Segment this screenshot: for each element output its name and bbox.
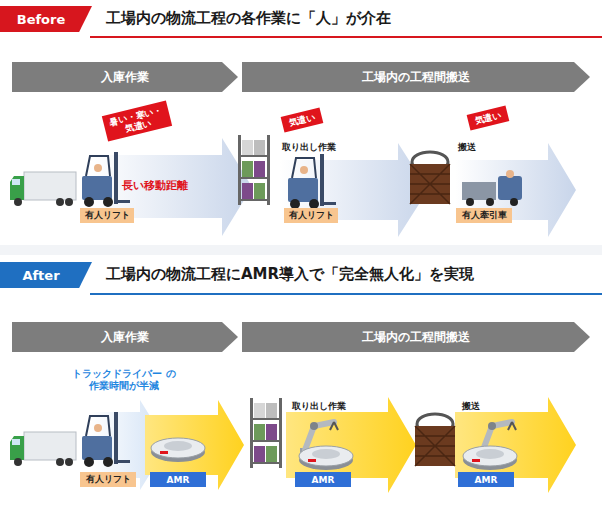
manned-vehicle-box: 有人牽引車 xyxy=(456,208,512,223)
node-text: 入庫作業 xyxy=(101,69,149,86)
heading: 工場内の物流工程にAMR導入で「完全無人化」を実現 xyxy=(106,265,474,284)
node-text: AMR xyxy=(475,475,498,485)
step-chevron: 入庫作業 xyxy=(12,322,238,352)
node-text: 工場内の工程間搬送 xyxy=(362,69,470,86)
node-text: 有人リフト xyxy=(85,209,130,222)
node-text: 有人リフト xyxy=(289,209,334,222)
node-text: AMR xyxy=(312,475,335,485)
hardship-stamp: 気遣い xyxy=(281,107,324,132)
hardship-stamp: 暑い・寒い・ 気遣い xyxy=(102,100,172,141)
node-text: 有人リフト xyxy=(86,473,131,486)
step-label: 搬送 xyxy=(462,400,480,413)
manned-vehicle-box: 有人リフト xyxy=(80,472,136,487)
node-text: After xyxy=(22,268,59,283)
amr-box: AMR xyxy=(295,472,351,487)
node-text: AMR xyxy=(167,475,190,485)
step-label: 搬送 xyxy=(458,141,476,154)
node-text: 気遣い xyxy=(474,110,503,127)
node-text: 入庫作業 xyxy=(101,329,149,346)
callout-text: 長い移動距離 xyxy=(122,178,188,193)
step-chevron: 工場内の工程間搬送 xyxy=(242,62,590,92)
step-label: 取り出し作業 xyxy=(282,141,336,154)
hardship-stamp: 気遣い xyxy=(467,105,510,130)
node-text: 暑い・寒い・ 気遣い xyxy=(106,104,167,138)
manned-vehicle-box: 有人リフト xyxy=(80,208,134,223)
amr-box: AMR xyxy=(458,472,514,487)
before-tag: Before xyxy=(0,6,92,32)
note-text: トラックドライバー の作業時間が半減 xyxy=(72,368,176,392)
step-chevron: 工場内の工程間搬送 xyxy=(242,322,590,352)
node-text: 有人牽引車 xyxy=(462,209,507,222)
node-text: 気遣い xyxy=(288,112,317,129)
after-tag: After xyxy=(0,262,92,288)
node-text: Before xyxy=(17,12,66,27)
step-chevron: 入庫作業 xyxy=(12,62,238,92)
manned-vehicle-box: 有人リフト xyxy=(284,208,338,223)
node-text: 工場内の工程間搬送 xyxy=(362,329,470,346)
heading: 工場内の物流工程の各作業に「人」が介在 xyxy=(106,9,391,28)
step-label: 取り出し作業 xyxy=(292,400,346,413)
amr-box: AMR xyxy=(150,472,206,487)
